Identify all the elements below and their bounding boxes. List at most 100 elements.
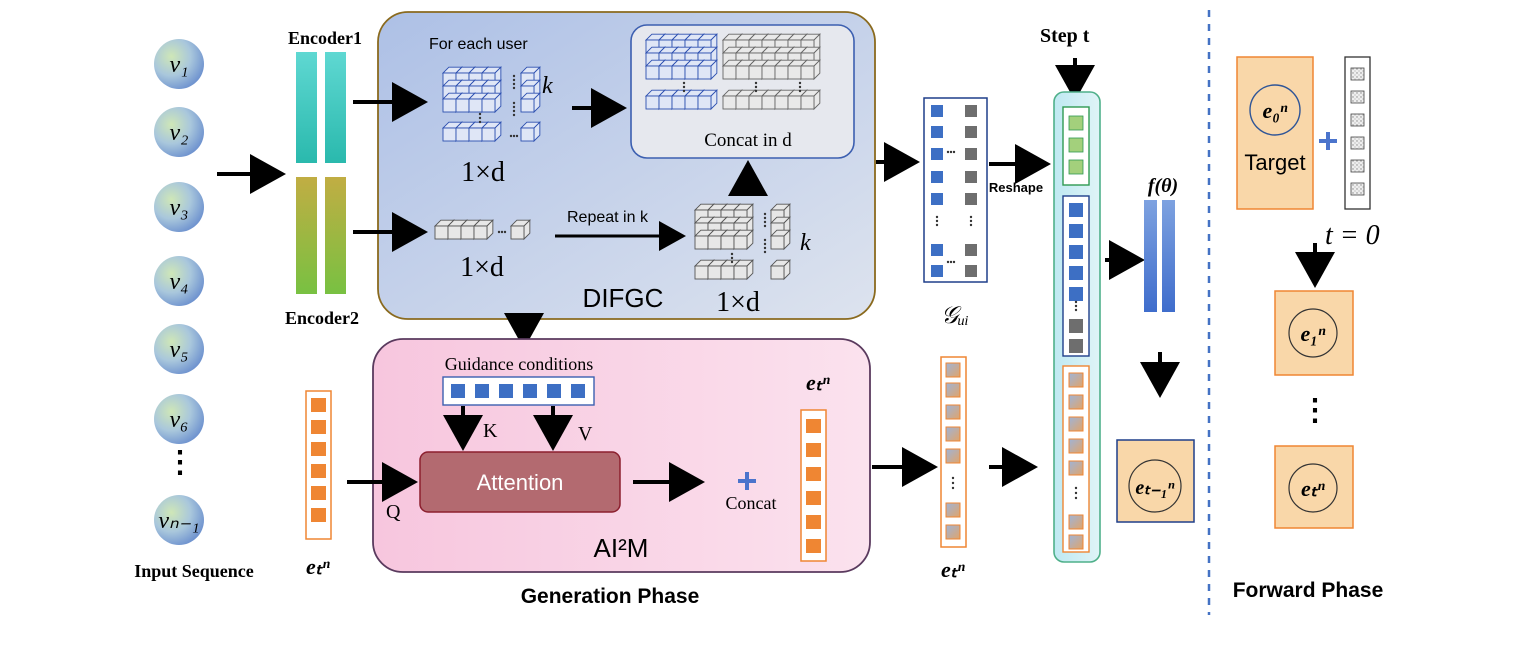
input-et-cell bbox=[311, 442, 326, 456]
attention-block bbox=[419, 451, 621, 513]
dot bbox=[730, 252, 734, 256]
cube-face bbox=[684, 65, 699, 80]
f-theta-label: f(θ) bbox=[1148, 175, 1178, 197]
cube-face bbox=[774, 95, 789, 110]
output-et-cell bbox=[945, 426, 961, 442]
f-theta-bar-left bbox=[1144, 200, 1157, 312]
cube-face bbox=[520, 98, 535, 113]
cube-face bbox=[748, 65, 763, 80]
guidance-cell bbox=[475, 384, 489, 398]
guidance-vector-cells bbox=[451, 384, 585, 398]
step-gray-cell bbox=[1069, 339, 1083, 353]
cube-face bbox=[774, 65, 789, 80]
step-column-cells bbox=[1068, 115, 1084, 550]
graph-gray-cell bbox=[965, 171, 977, 183]
step-et-cell bbox=[1068, 394, 1084, 410]
e1-label: e₁ⁿ bbox=[1300, 321, 1325, 346]
cube-face bbox=[434, 225, 449, 240]
aim-et-vector-cells bbox=[806, 419, 821, 553]
dot bbox=[1074, 308, 1078, 312]
input-sequence-label: Input Sequence bbox=[134, 561, 254, 581]
cube-face bbox=[671, 95, 686, 110]
et-label: eₜⁿ bbox=[1301, 476, 1325, 501]
dot bbox=[682, 81, 686, 85]
cube-face bbox=[510, 225, 525, 240]
graph-matrix-cells bbox=[931, 105, 977, 277]
aim-et-cell bbox=[806, 491, 821, 505]
input-et-cell bbox=[311, 464, 326, 478]
guidance-conditions-label: Guidance conditions bbox=[445, 354, 593, 374]
output-et-vector-cells bbox=[945, 362, 961, 540]
dot bbox=[935, 219, 939, 223]
concat-in-d-label: Concat in d bbox=[704, 130, 792, 151]
item-embedding-cube-row bbox=[433, 219, 531, 241]
dot bbox=[730, 260, 734, 264]
cube-face bbox=[442, 98, 457, 113]
guidance-cell bbox=[571, 384, 585, 398]
cube-face bbox=[720, 235, 735, 250]
step-green-cell bbox=[1068, 115, 1084, 131]
cube-face bbox=[707, 265, 722, 280]
dot bbox=[754, 89, 758, 93]
f-theta-bar-right bbox=[1162, 200, 1175, 312]
dot bbox=[512, 78, 516, 82]
sequence-item-label: vₙ₋₁ bbox=[158, 508, 199, 534]
step-et-cell bbox=[1068, 438, 1084, 454]
k-label-top: k bbox=[542, 73, 553, 99]
cube-face bbox=[787, 95, 802, 110]
sequence-dots: ⋮ bbox=[165, 446, 195, 479]
dot bbox=[1074, 496, 1078, 500]
e1-circle bbox=[1288, 308, 1338, 358]
cube-face bbox=[697, 95, 712, 110]
dot bbox=[763, 246, 767, 250]
input-et-cell bbox=[311, 508, 326, 522]
cube-face bbox=[735, 95, 750, 110]
prev-node-circle bbox=[1128, 459, 1182, 513]
step-et-cell bbox=[1068, 416, 1084, 432]
t-zero-label: t = 0 bbox=[1325, 220, 1380, 251]
cube-face bbox=[658, 95, 673, 110]
dot bbox=[946, 150, 950, 154]
repeat-in-k-label: Repeat in k bbox=[567, 209, 649, 226]
step-et-cell bbox=[1068, 534, 1084, 550]
aim-et-cell bbox=[806, 419, 821, 433]
aim-title: AI²M bbox=[594, 533, 649, 563]
cube-face bbox=[442, 127, 457, 142]
cube-face bbox=[481, 127, 496, 142]
noise-cell bbox=[1350, 113, 1365, 127]
cube-face bbox=[468, 98, 483, 113]
cube-face bbox=[761, 65, 776, 80]
graph-blue-cell bbox=[931, 171, 943, 183]
dot bbox=[512, 86, 516, 90]
input-et-cell bbox=[311, 420, 326, 434]
sequence-item-ball bbox=[154, 39, 204, 89]
sequence-item-ball bbox=[154, 495, 204, 545]
graph-gray-cell bbox=[965, 148, 977, 160]
dot bbox=[512, 113, 516, 117]
generation-phase-label: Generation Phase bbox=[521, 585, 700, 608]
guidance-cell bbox=[547, 384, 561, 398]
step-blue-cell bbox=[1069, 203, 1083, 217]
cube-face bbox=[722, 65, 737, 80]
noise-cell bbox=[1350, 90, 1365, 104]
graph-blue-cell bbox=[931, 265, 943, 277]
graph-gray-cell bbox=[965, 265, 977, 277]
aim-et-vector bbox=[800, 409, 827, 562]
cube-face bbox=[694, 235, 709, 250]
reshape-label: Reshape bbox=[989, 180, 1043, 195]
aim-et-cell bbox=[806, 443, 821, 457]
cube-face bbox=[697, 65, 712, 80]
cube-face bbox=[694, 265, 709, 280]
dot bbox=[949, 260, 953, 264]
cube-face bbox=[645, 95, 660, 110]
input-et-cell bbox=[311, 486, 326, 500]
sequence-item-label: v₄ bbox=[170, 269, 189, 295]
dot bbox=[500, 230, 504, 234]
cube-face bbox=[748, 95, 763, 110]
cube-face bbox=[671, 65, 686, 80]
sequence-item-ball bbox=[154, 324, 204, 374]
dim-label-top: 1×d bbox=[461, 157, 505, 188]
dot bbox=[754, 85, 758, 89]
dot bbox=[512, 109, 516, 113]
dot bbox=[969, 215, 973, 219]
